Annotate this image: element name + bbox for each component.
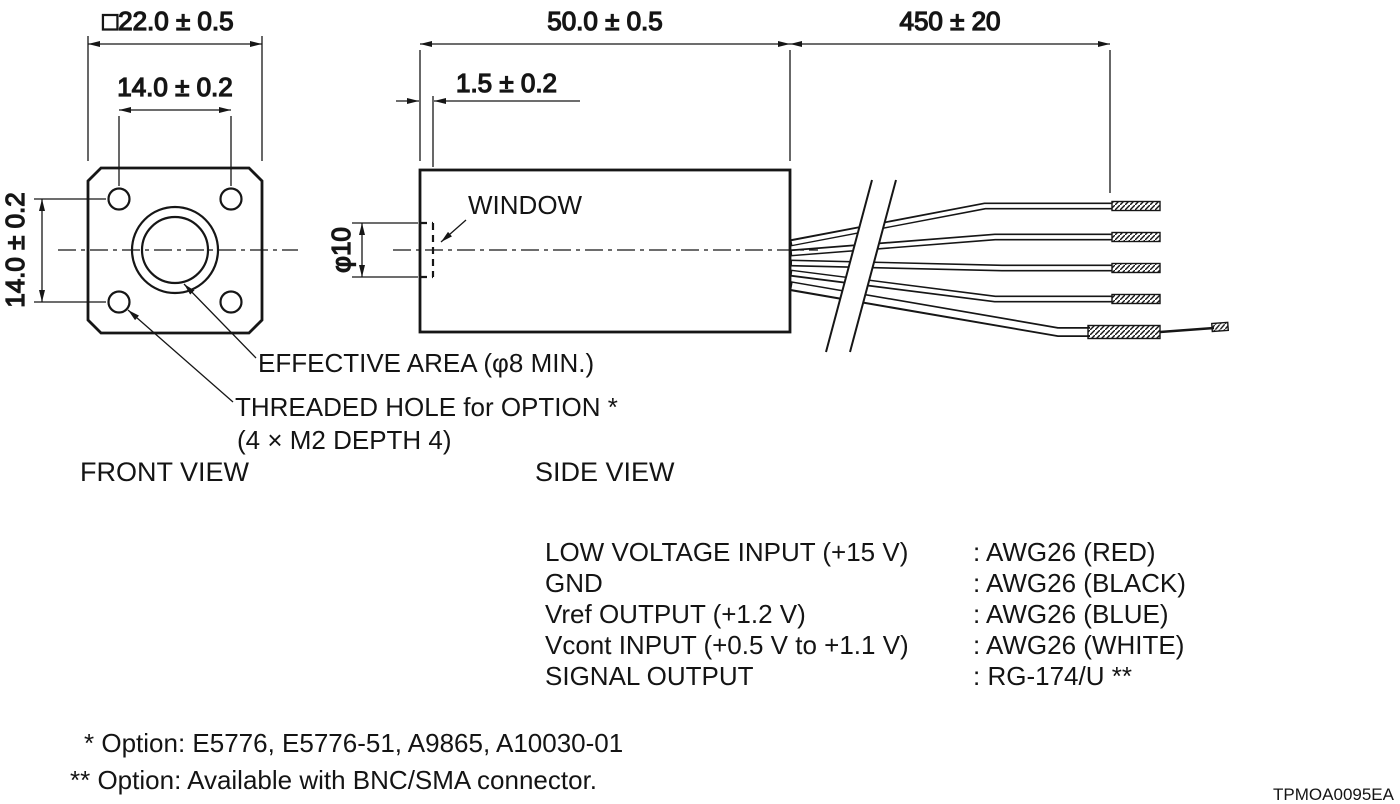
effective-area-leader <box>183 283 257 359</box>
front-view <box>58 166 298 335</box>
dim-window-diameter-text: φ10 <box>326 227 356 273</box>
threaded-hole-label-line2: (4 × M2 DEPTH 4) <box>237 425 452 455</box>
callouts: WINDOW EFFECTIVE AREA (φ8 MIN.) THREADED… <box>80 190 675 487</box>
dim-lead-length: 450 ± 20 <box>790 5 1111 193</box>
threaded-hole <box>219 187 243 211</box>
window-ring <box>130 205 220 295</box>
dim-outer-square-text: □22.0 ± 0.5 <box>102 6 233 36</box>
dim-window-recess-text: 1.5 ± 0.2 <box>456 68 557 98</box>
dim-window-diameter: φ10 <box>325 222 418 278</box>
threaded-hole-label-line1: THREADED HOLE for OPTION * <box>235 392 618 422</box>
coax-braid <box>1087 324 1161 340</box>
dim-hole-pitch-vertical: 14.0 ± 0.2 <box>0 192 106 308</box>
window-label: WINDOW <box>468 190 583 220</box>
lead-row-label: Vref OUTPUT (+1.2 V) <box>545 599 806 629</box>
lead-row-value: : AWG26 (BLACK) <box>973 568 1186 598</box>
module-body <box>418 168 792 334</box>
effective-area-label: EFFECTIVE AREA (φ8 MIN.) <box>258 348 594 378</box>
dim-window-recess: 1.5 ± 0.2 <box>396 67 580 167</box>
effective-area-circle <box>140 215 210 285</box>
front-view-label: FRONT VIEW <box>80 457 250 487</box>
footnote-1: * Option: E5776, E5776-51, A9865, A10030… <box>84 728 623 758</box>
lead-row-label: LOW VOLTAGE INPUT (+15 V) <box>545 537 908 567</box>
dim-hole-pitch-v-text: 14.0 ± 0.2 <box>0 192 30 307</box>
lead-row-value: : AWG26 (WHITE) <box>973 630 1184 660</box>
front-outline <box>86 166 264 335</box>
window-hidden-lines <box>420 221 435 279</box>
footnotes: * Option: E5776, E5776-51, A9865, A10030… <box>70 728 623 795</box>
lead-row-value: : RG-174/U ** <box>973 661 1132 691</box>
lead-row-label: SIGNAL OUTPUT <box>545 661 754 691</box>
lead-row-value: : AWG26 (RED) <box>973 537 1156 567</box>
dim-hole-pitch-h-text: 14.0 ± 0.2 <box>117 72 232 102</box>
lead-row-label: Vcont INPUT (+0.5 V to +1.1 V) <box>545 630 909 660</box>
dim-outer-square: □22.0 ± 0.5 <box>87 5 263 161</box>
cable-break-symbol <box>825 179 897 353</box>
lead-row-value: : AWG26 (BLUE) <box>973 599 1169 629</box>
document-code: TPMOA0095EA <box>1273 785 1395 804</box>
side-view <box>393 168 1230 353</box>
footnote-2: ** Option: Available with BNC/SMA connec… <box>70 765 597 795</box>
side-view-label: SIDE VIEW <box>535 457 675 487</box>
dim-body-length-text: 50.0 ± 0.5 <box>547 6 662 36</box>
stripped-wire-ends <box>1087 200 1230 340</box>
threaded-hole <box>219 290 243 314</box>
threaded-hole <box>107 290 131 314</box>
lead-wire-table: LOW VOLTAGE INPUT (+15 V) : AWG26 (RED) … <box>545 537 1186 691</box>
window-leader <box>440 219 467 243</box>
threaded-hole <box>107 187 131 211</box>
coax-tip <box>1211 321 1230 333</box>
dim-body-length: 50.0 ± 0.5 <box>419 5 791 161</box>
threaded-hole-leader <box>127 309 234 403</box>
dim-lead-length-text: 450 ± 20 <box>899 6 1000 36</box>
lead-row-label: GND <box>545 568 603 598</box>
dim-hole-pitch-horizontal: 14.0 ± 0.2 <box>117 71 233 186</box>
